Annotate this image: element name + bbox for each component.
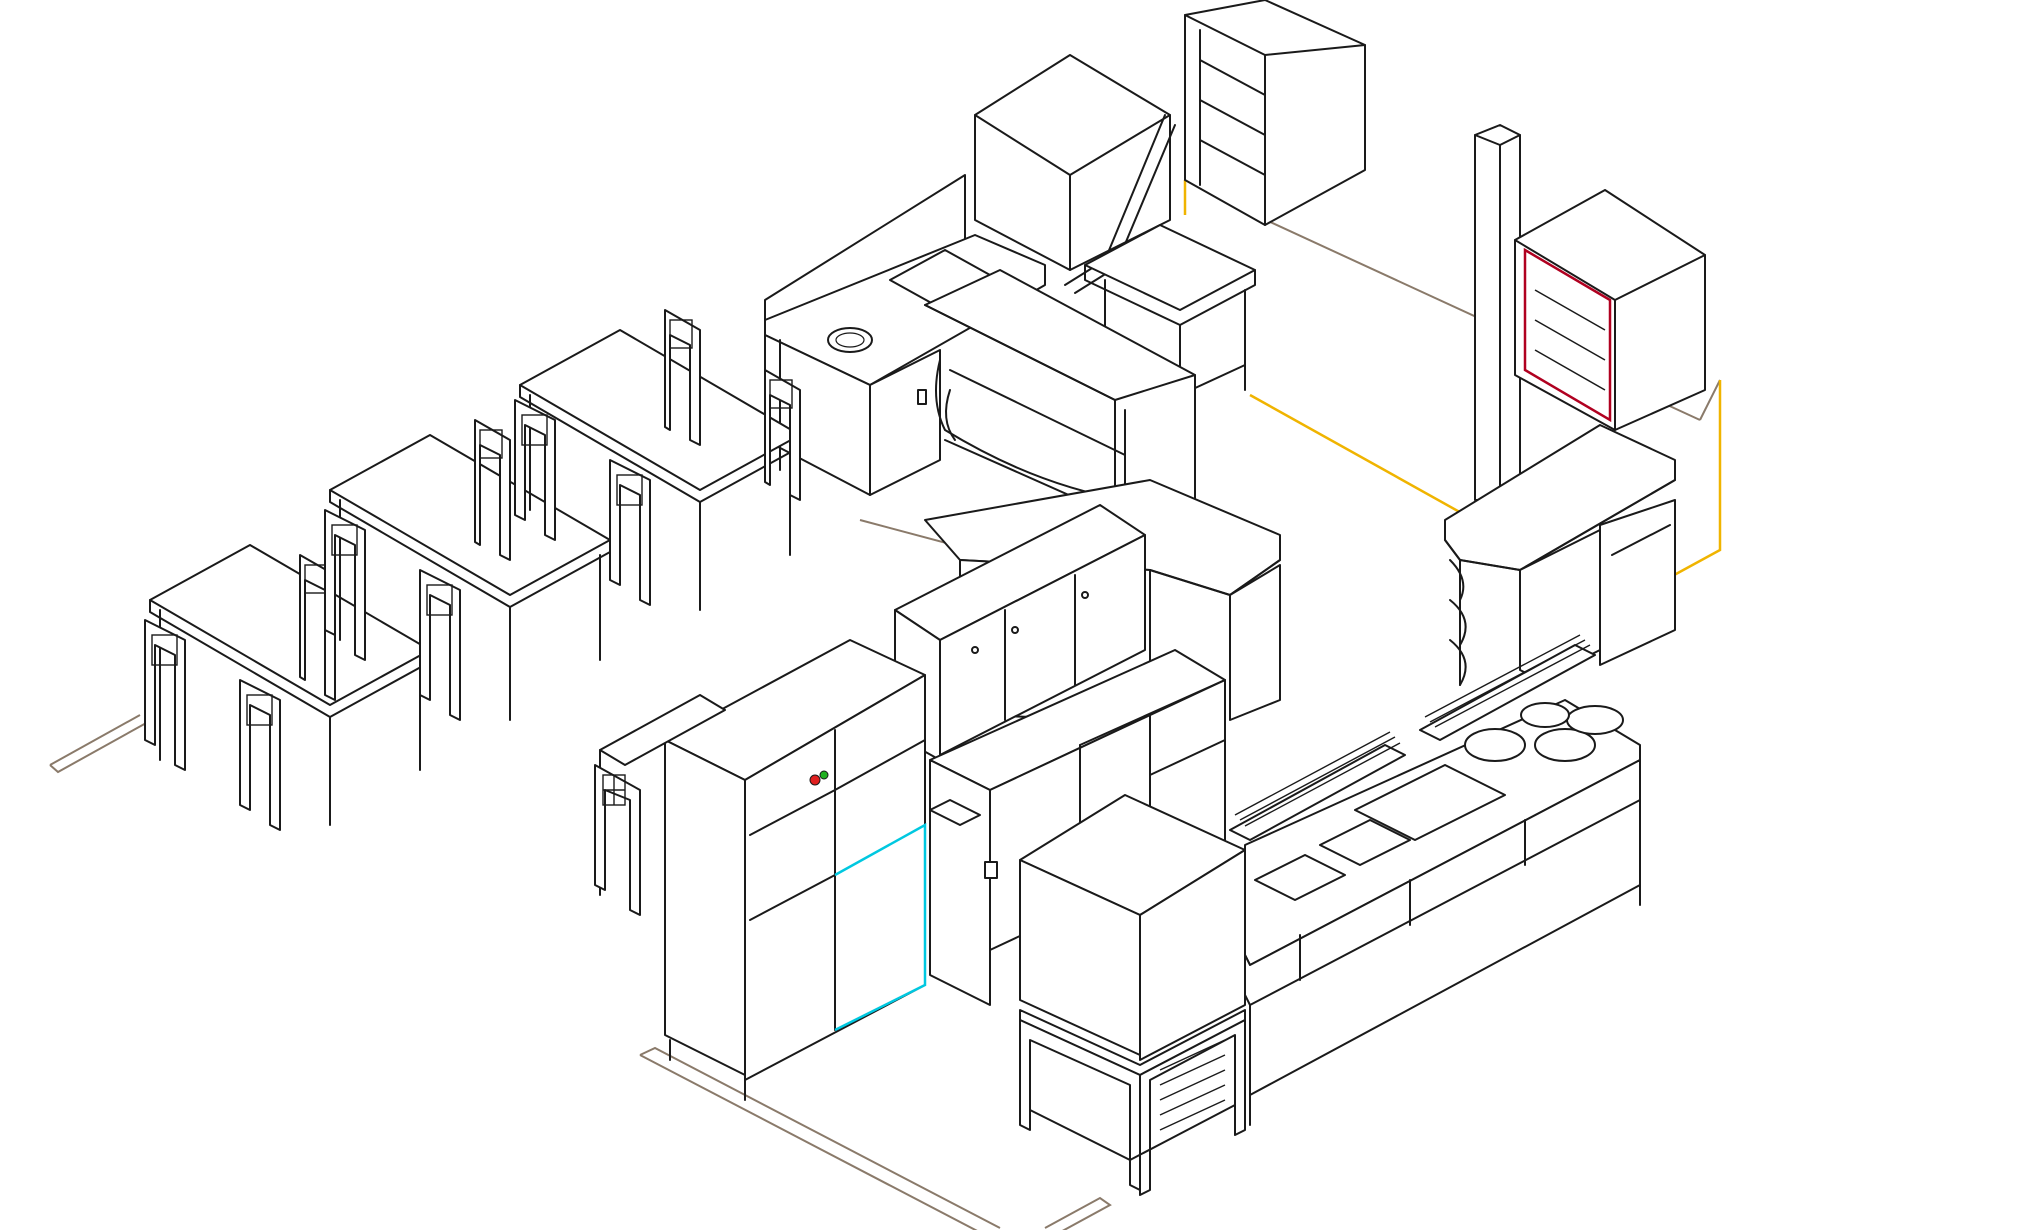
refrigerator <box>664 639 927 1101</box>
dining-table-1 <box>144 544 431 831</box>
small-table <box>594 694 726 916</box>
bar-counter <box>1444 424 1676 686</box>
display-cabinet <box>1514 189 1706 431</box>
back-counter <box>764 174 1046 496</box>
combi-oven <box>1019 794 1246 1196</box>
shelving-unit <box>1184 0 1366 226</box>
column <box>1474 124 1521 501</box>
cooking-line <box>1229 634 1641 1126</box>
dining-table-3 <box>514 309 801 611</box>
wall-line-yellow <box>1183 180 1722 582</box>
